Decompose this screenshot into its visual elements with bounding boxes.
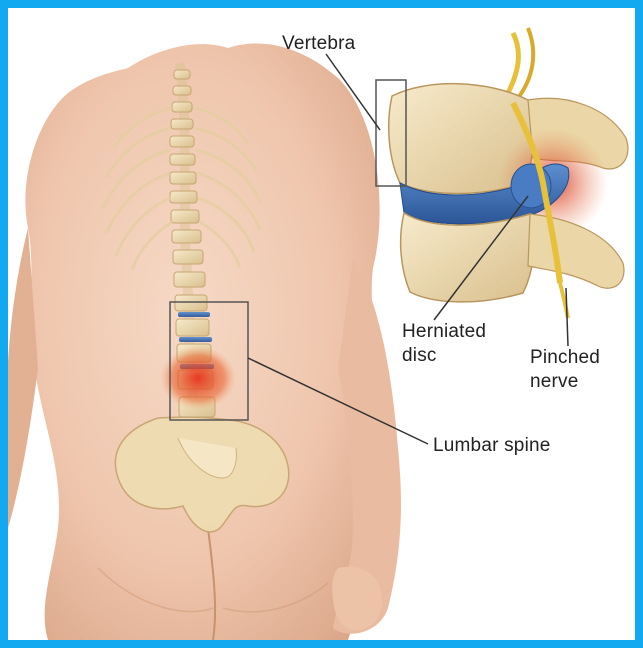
label-pinched-nerve: Pinched nerve <box>530 346 630 394</box>
label-lumbar-spine: Lumbar spine <box>433 434 551 458</box>
inflammation-area <box>160 346 236 410</box>
label-vertebra: Vertebra <box>282 32 355 56</box>
illustration-panel: Vertebra Herniated disc Pinched nerve Lu… <box>8 8 635 640</box>
label-herniated-disc: Herniated disc <box>402 320 512 368</box>
back-spine-illustration <box>8 8 635 640</box>
vertebra-closeup <box>389 28 628 318</box>
